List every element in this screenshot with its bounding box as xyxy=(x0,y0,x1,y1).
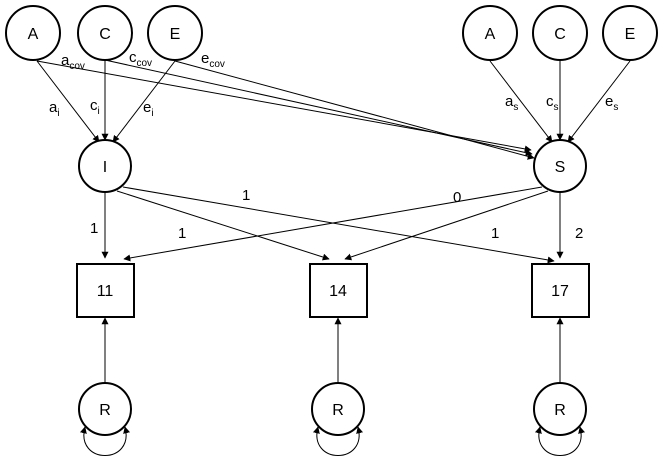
node-residual-14: R xyxy=(311,382,365,436)
node-residual-14-label: R xyxy=(332,402,344,419)
label-s-to-17: 2 xyxy=(575,225,583,242)
label-a-i: ai xyxy=(49,99,60,119)
node-intercept-label: I xyxy=(103,159,107,176)
node-a-right-label: A xyxy=(485,26,496,43)
node-e-right: E xyxy=(602,5,658,61)
edge-e-cov-to-s xyxy=(174,60,535,160)
node-c-left-label: C xyxy=(99,26,111,43)
edge-s-to-11 xyxy=(123,186,543,262)
node-age-17-label: 17 xyxy=(551,283,569,300)
node-age-11: 11 xyxy=(76,263,135,318)
label-e-i: ei xyxy=(143,99,154,119)
node-slope: S xyxy=(533,139,587,193)
node-age-14-label: 14 xyxy=(329,283,347,300)
label-c-cov: ccov xyxy=(129,49,152,69)
edge-a-to-s xyxy=(489,60,553,143)
edge-e-to-i xyxy=(112,60,176,143)
node-intercept: I xyxy=(78,139,132,193)
node-age-11-label: 11 xyxy=(97,283,114,300)
node-a-left: A xyxy=(5,5,61,61)
edge-i-to-17 xyxy=(122,186,555,264)
variance-loop-r-17 xyxy=(535,426,585,456)
label-e-cov: ecov xyxy=(201,50,225,70)
label-e-s: es xyxy=(605,93,618,113)
label-c-s: cs xyxy=(546,93,559,113)
node-residual-17-label: R xyxy=(554,402,566,419)
node-residual-11: R xyxy=(78,382,132,436)
node-residual-17: R xyxy=(533,382,587,436)
variance-loop-r-11 xyxy=(80,426,130,456)
node-e-left: E xyxy=(147,5,203,61)
edge-a-cov-to-s xyxy=(36,60,532,153)
node-e-left-label: E xyxy=(170,26,181,43)
label-i-to-14: 1 xyxy=(178,225,186,242)
node-age-14: 14 xyxy=(309,263,368,318)
label-i-to-11: 1 xyxy=(90,220,98,237)
label-s-to-11: 0 xyxy=(453,189,461,206)
node-c-right-label: C xyxy=(554,26,566,43)
node-a-right: A xyxy=(462,5,518,61)
label-a-cov: acov xyxy=(61,52,85,72)
node-age-17: 17 xyxy=(531,263,590,318)
edge-s-to-14 xyxy=(344,190,549,261)
node-c-left: C xyxy=(77,5,133,61)
label-a-s: as xyxy=(505,93,518,113)
node-a-left-label: A xyxy=(28,26,39,43)
label-c-i: ci xyxy=(90,97,100,117)
node-c-right: C xyxy=(532,5,588,61)
node-slope-label: S xyxy=(555,159,566,176)
edge-i-to-14 xyxy=(116,190,330,261)
edge-a-to-i xyxy=(36,60,100,143)
label-i-to-17: 1 xyxy=(242,187,250,204)
label-s-to-14: 1 xyxy=(491,225,499,242)
variance-loop-r-14 xyxy=(313,426,363,456)
node-e-right-label: E xyxy=(625,26,636,43)
edge-e-to-s xyxy=(567,60,631,143)
node-residual-11-label: R xyxy=(99,402,111,419)
